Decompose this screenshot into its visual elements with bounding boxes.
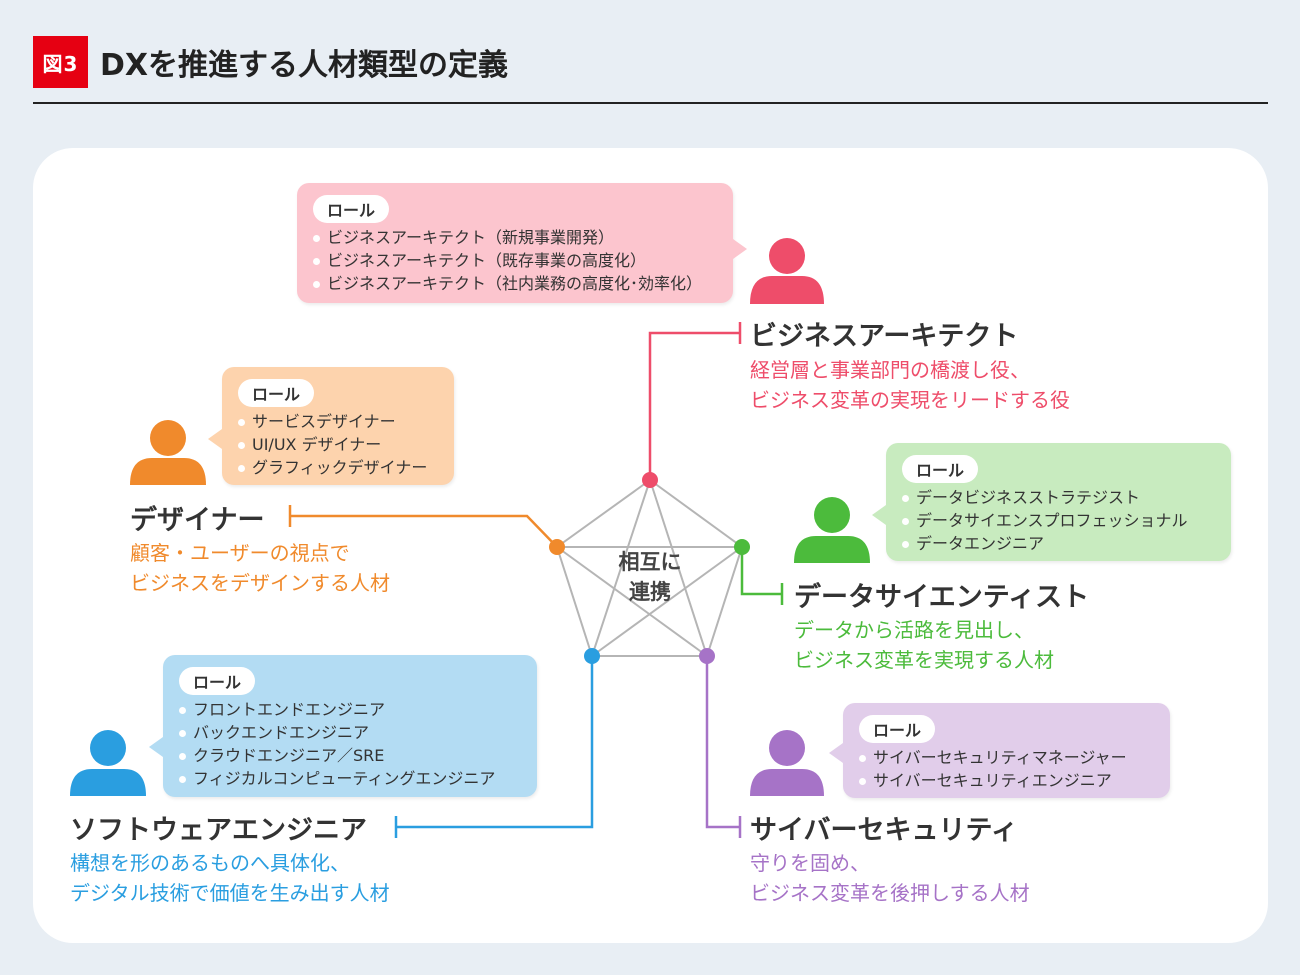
role-item: サイバーセキュリティマネージャー	[859, 746, 1156, 769]
role-item: サービスデザイナー	[238, 410, 440, 433]
role-pill: ロール	[902, 455, 979, 483]
network-lines	[555, 478, 744, 657]
role-item: データエンジニア	[902, 532, 1217, 555]
role-title-cybersecurity: サイバーセキュリティ	[750, 815, 1018, 846]
role-item: データサイエンスプロフェッショナル	[902, 509, 1217, 532]
role-item: クラウドエンジニア／SRE	[179, 744, 523, 767]
connector-data-scientist	[740, 547, 782, 596]
node-cybersecurity	[699, 648, 715, 664]
role-pill: ロール	[238, 379, 315, 407]
role-title-business-architect: ビジネスアーキテクト	[750, 321, 1019, 352]
role-desc-business-architect: 経営層と事業部門の橋渡し役、 ビジネス変革の実現をリードする役	[750, 355, 1070, 415]
role-item: バックエンドエンジニア	[179, 721, 523, 744]
role-bubble-business-architect: ロール ビジネスアーキテクト（新規事業開発） ビジネスアーキテクト（既存事業の高…	[297, 183, 747, 303]
center-label: 相互に 連携	[600, 547, 700, 607]
role-item: サイバーセキュリティエンジニア	[859, 769, 1156, 792]
role-item: UI/UX デザイナー	[238, 433, 440, 456]
role-pill: ロール	[179, 667, 256, 695]
link-line	[591, 479, 651, 657]
role-item: データビジネスストラテジスト	[902, 486, 1217, 509]
link-line	[649, 479, 708, 657]
role-pill: ロール	[313, 195, 390, 223]
role-desc-cybersecurity: 守りを固め、 ビジネス変革を後押しする人材	[750, 848, 1030, 908]
desc-line: 構想を形のあるものへ具体化、	[70, 851, 350, 875]
connector-business-architect	[648, 331, 740, 480]
desc-line: ビジネス変革を後押しする人材	[750, 881, 1030, 905]
role-bubble-cybersecurity: ロール サイバーセキュリティマネージャー サイバーセキュリティエンジニア	[829, 703, 1170, 798]
role-item: フィジカルコンピューティングエンジニア	[179, 767, 523, 790]
pentagon-outline	[555, 478, 744, 657]
center-label-line2: 連携	[629, 580, 671, 604]
center-label-line1: 相互に	[618, 550, 682, 574]
desc-line: 顧客・ユーザーの視点で	[130, 541, 350, 565]
desc-line: デジタル技術で価値を生み出す人材	[70, 881, 390, 905]
role-desc-designer: 顧客・ユーザーの視点で ビジネスをデザインする人材	[130, 538, 390, 598]
role-title-designer: デザイナー	[130, 505, 265, 536]
person-icon	[750, 238, 824, 304]
link-line	[591, 546, 743, 657]
role-item: グラフィックデザイナー	[238, 456, 440, 479]
connector-software-engineer	[396, 656, 594, 829]
person-icon	[750, 730, 824, 796]
role-bubble-data-scientist: ロール データビジネスストラテジスト データサイエンスプロフェッショナル データ…	[872, 443, 1231, 561]
figure-title: DXを推進する人材類型の定義	[100, 48, 509, 83]
role-item: ビジネスアーキテクト（社内業務の高度化･効率化）	[313, 272, 719, 295]
role-bubble-designer: ロール サービスデザイナー UI/UX デザイナー グラフィックデザイナー	[208, 367, 454, 485]
connector-cybersecurity	[705, 656, 740, 829]
desc-line: ビジネス変革を実現する人材	[794, 648, 1054, 672]
title-divider	[33, 102, 1268, 104]
desc-line: ビジネス変革の実現をリードする役	[750, 388, 1070, 412]
role-bubble-software-engineer: ロール フロントエンドエンジニア バックエンドエンジニア クラウドエンジニア／S…	[149, 655, 537, 797]
node-data-scientist	[734, 539, 750, 555]
role-pill: ロール	[859, 715, 936, 743]
person-icon	[70, 730, 146, 796]
node-business-architect	[642, 472, 658, 488]
role-title-software-engineer: ソフトウェアエンジニア	[70, 815, 367, 846]
node-designer	[549, 539, 565, 555]
person-icon	[794, 497, 870, 563]
role-title-data-scientist: データサイエンティスト	[794, 582, 1090, 613]
desc-line: データから活路を見出し、	[794, 618, 1034, 642]
person-icon	[130, 420, 206, 485]
figure-badge: 図3	[33, 36, 88, 88]
node-software-engineer	[584, 648, 600, 664]
role-item: ビジネスアーキテクト（新規事業開発）	[313, 226, 719, 249]
role-desc-data-scientist: データから活路を見出し、 ビジネス変革を実現する人材	[794, 615, 1054, 675]
connector-designer	[290, 514, 558, 548]
desc-line: ビジネスをデザインする人材	[130, 571, 390, 595]
desc-line: 経営層と事業部門の橋渡し役、	[750, 358, 1030, 382]
desc-line: 守りを固め、	[750, 851, 870, 875]
role-desc-software-engineer: 構想を形のあるものへ具体化、 デジタル技術で価値を生み出す人材	[70, 848, 390, 908]
role-item: ビジネスアーキテクト（既存事業の高度化）	[313, 249, 719, 272]
role-item: フロントエンドエンジニア	[179, 698, 523, 721]
link-line	[556, 546, 708, 657]
